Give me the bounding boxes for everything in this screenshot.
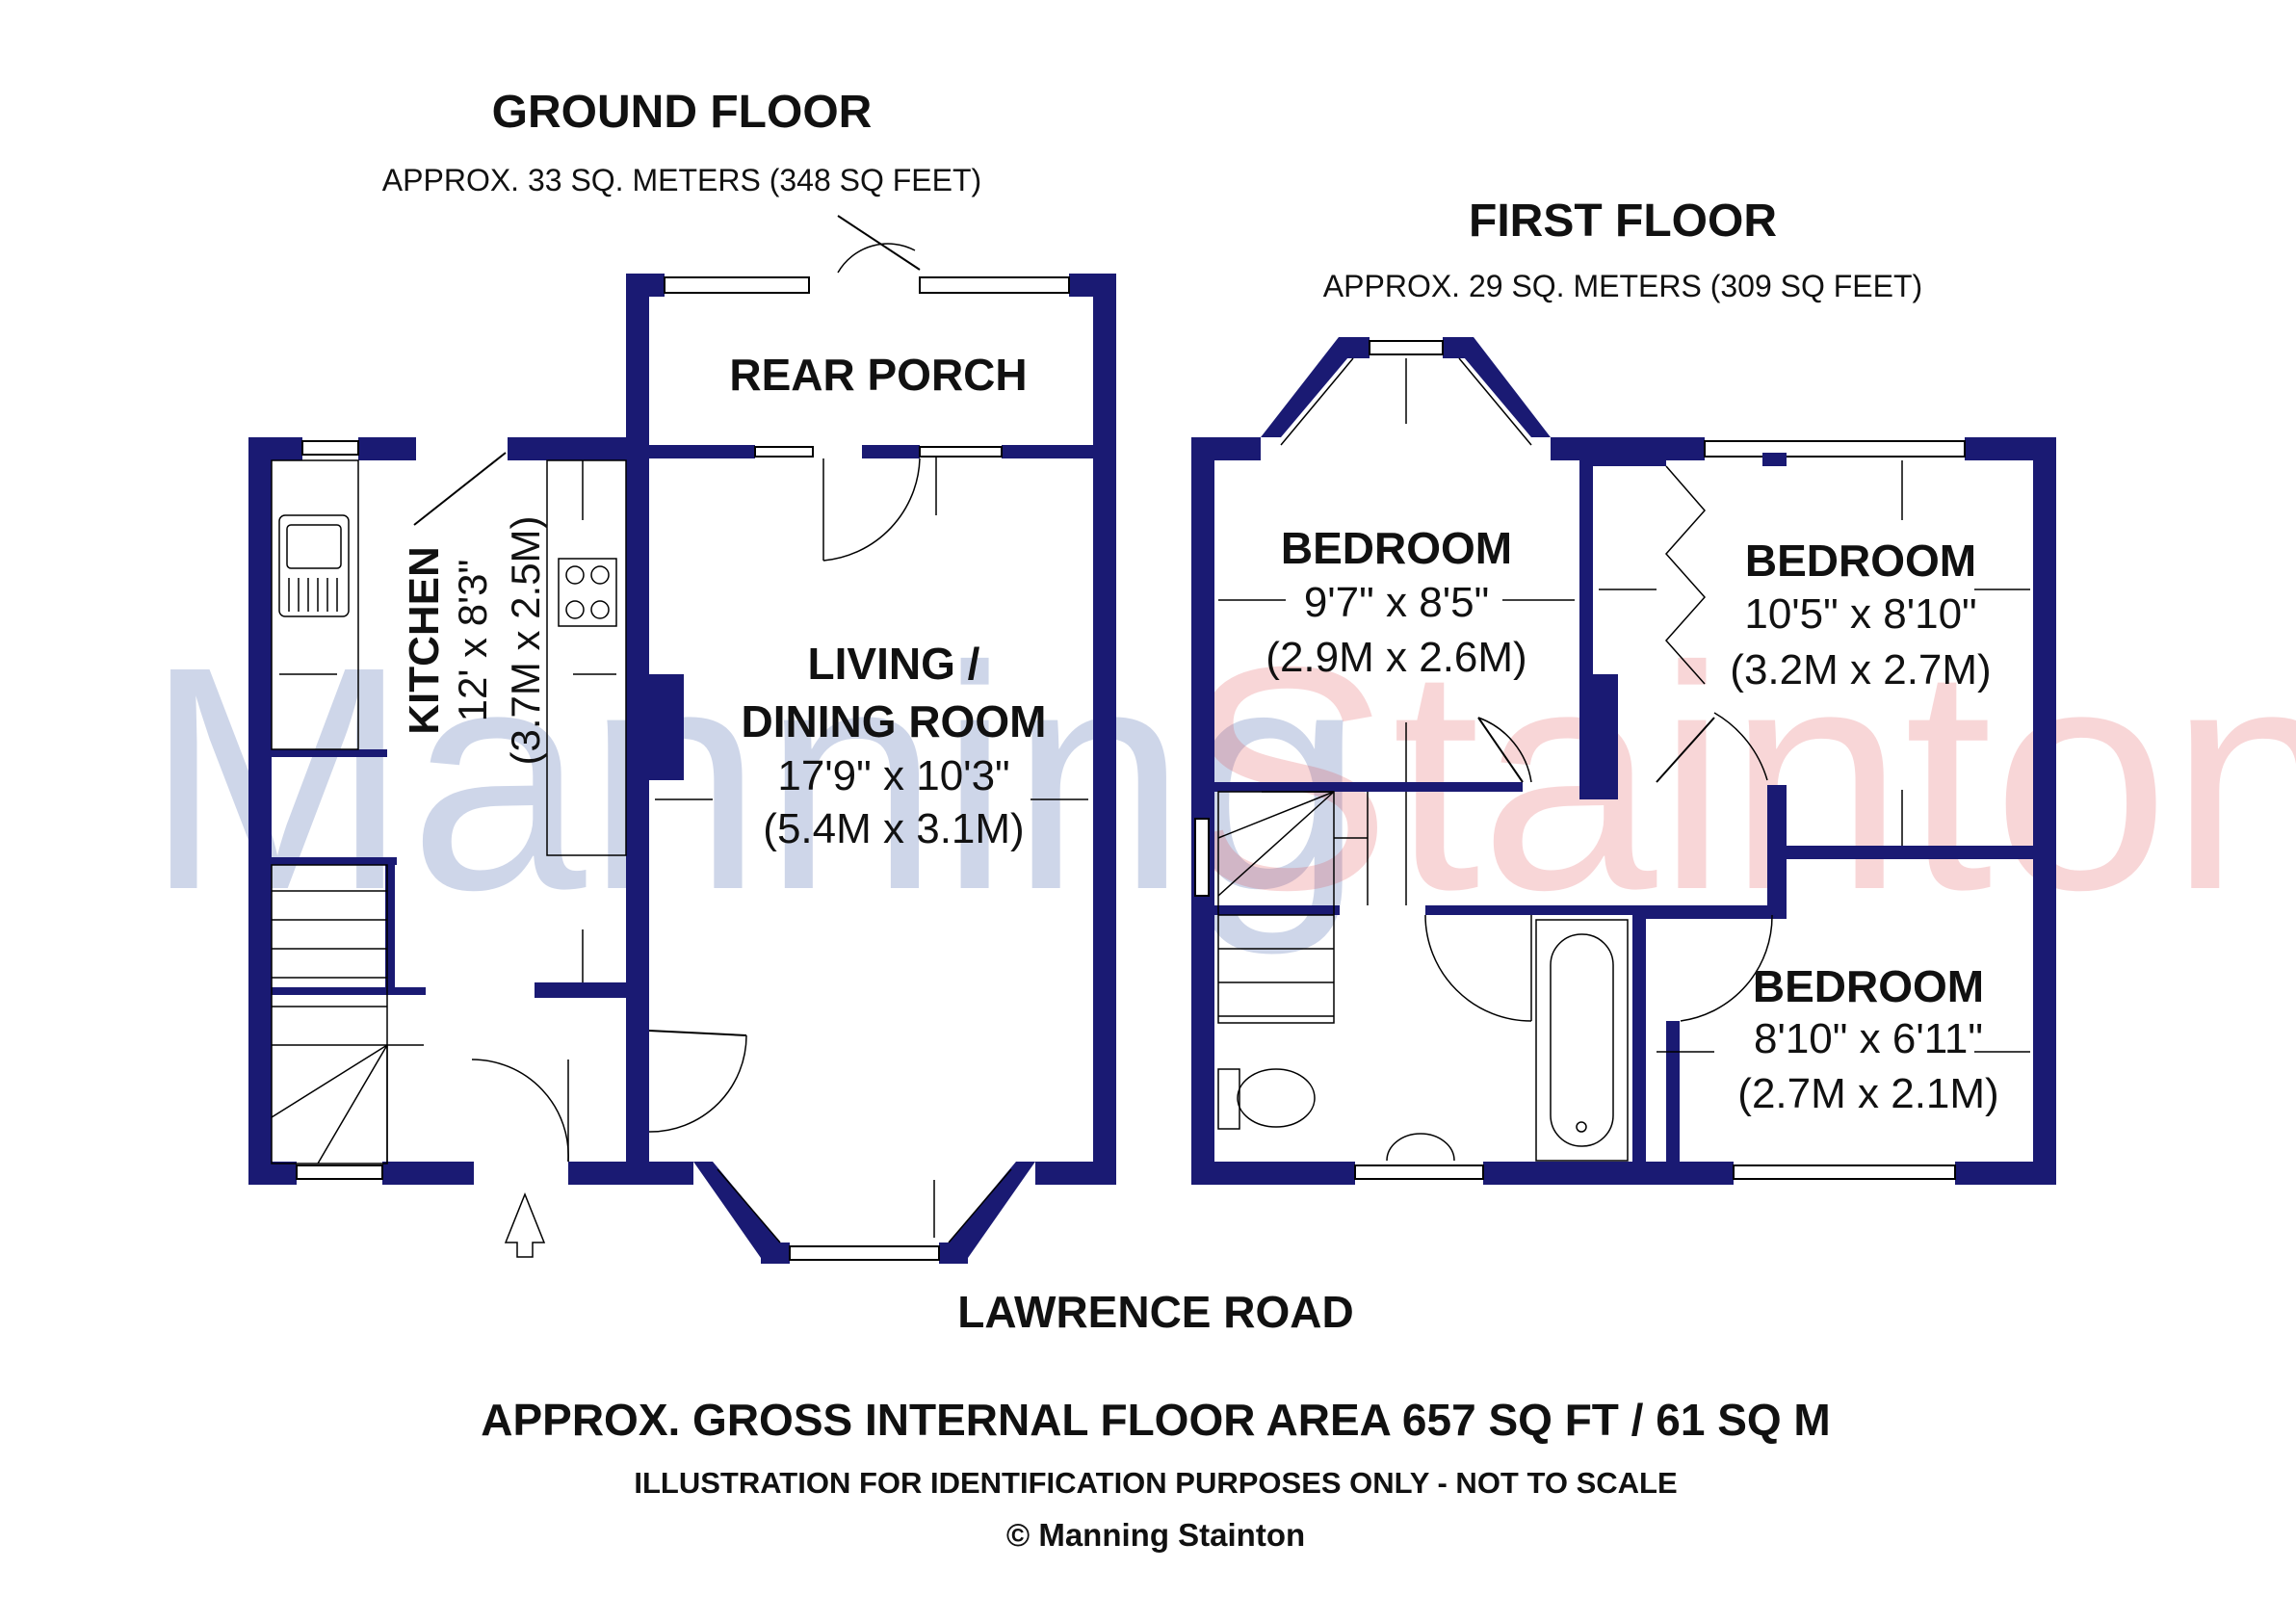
rear-porch-label: REAR PORCH <box>729 350 1027 400</box>
ground-floor-area: APPROX. 33 SQ. METERS (348 SQ FEET) <box>382 163 981 197</box>
living-dim-metric: (5.4M x 3.1M) <box>763 805 1024 852</box>
first-floor-area: APPROX. 29 SQ. METERS (309 SQ FEET) <box>1323 269 1922 303</box>
bedroom2-dim-metric: (3.2M x 2.7M) <box>1730 646 1991 693</box>
bedroom2-label: BEDROOM <box>1745 536 1976 586</box>
bedroom1-label: BEDROOM <box>1281 523 1512 573</box>
first-floor-plan <box>1191 337 2056 1185</box>
first-floor-title: FIRST FLOOR <box>1469 196 1777 247</box>
bedroom2-dim-imperial: 10'5" x 8'10" <box>1744 590 1976 638</box>
bedroom1-dim-metric: (2.9M x 2.6M) <box>1265 634 1526 681</box>
bedroom3-dim-metric: (2.7M x 2.1M) <box>1737 1070 1998 1117</box>
ground-floor-title: GROUND FLOOR <box>492 87 873 138</box>
living-name-line2: DINING ROOM <box>742 696 1047 746</box>
kitchen-dim-imperial: 12' x 8'3" <box>450 560 495 722</box>
bedroom3-dim-imperial: 8'10" x 6'11" <box>1754 1015 1983 1062</box>
gross-area: APPROX. GROSS INTERNAL FLOOR AREA 657 SQ… <box>481 1395 1831 1445</box>
bedroom3-label: BEDROOM <box>1753 961 1984 1011</box>
living-name-line1: LIVING / <box>808 639 980 689</box>
watermark-stainton: Stainton <box>1180 600 2296 955</box>
ground-floor-plan <box>248 215 1116 1264</box>
road-label: LAWRENCE ROAD <box>957 1287 1353 1337</box>
watermark-manning: Manning <box>144 600 1364 957</box>
bedroom1-dim-imperial: 9'7" x 8'5" <box>1304 579 1489 626</box>
copyright: © Manning Stainton <box>1006 1517 1305 1553</box>
disclaimer: ILLUSTRATION FOR IDENTIFICATION PURPOSES… <box>634 1466 1677 1500</box>
kitchen-label: KITCHEN <box>401 546 448 735</box>
kitchen-dim-metric: (3.7M x 2.5M) <box>503 515 548 765</box>
living-dim-imperial: 17'9" x 10'3" <box>777 752 1009 799</box>
